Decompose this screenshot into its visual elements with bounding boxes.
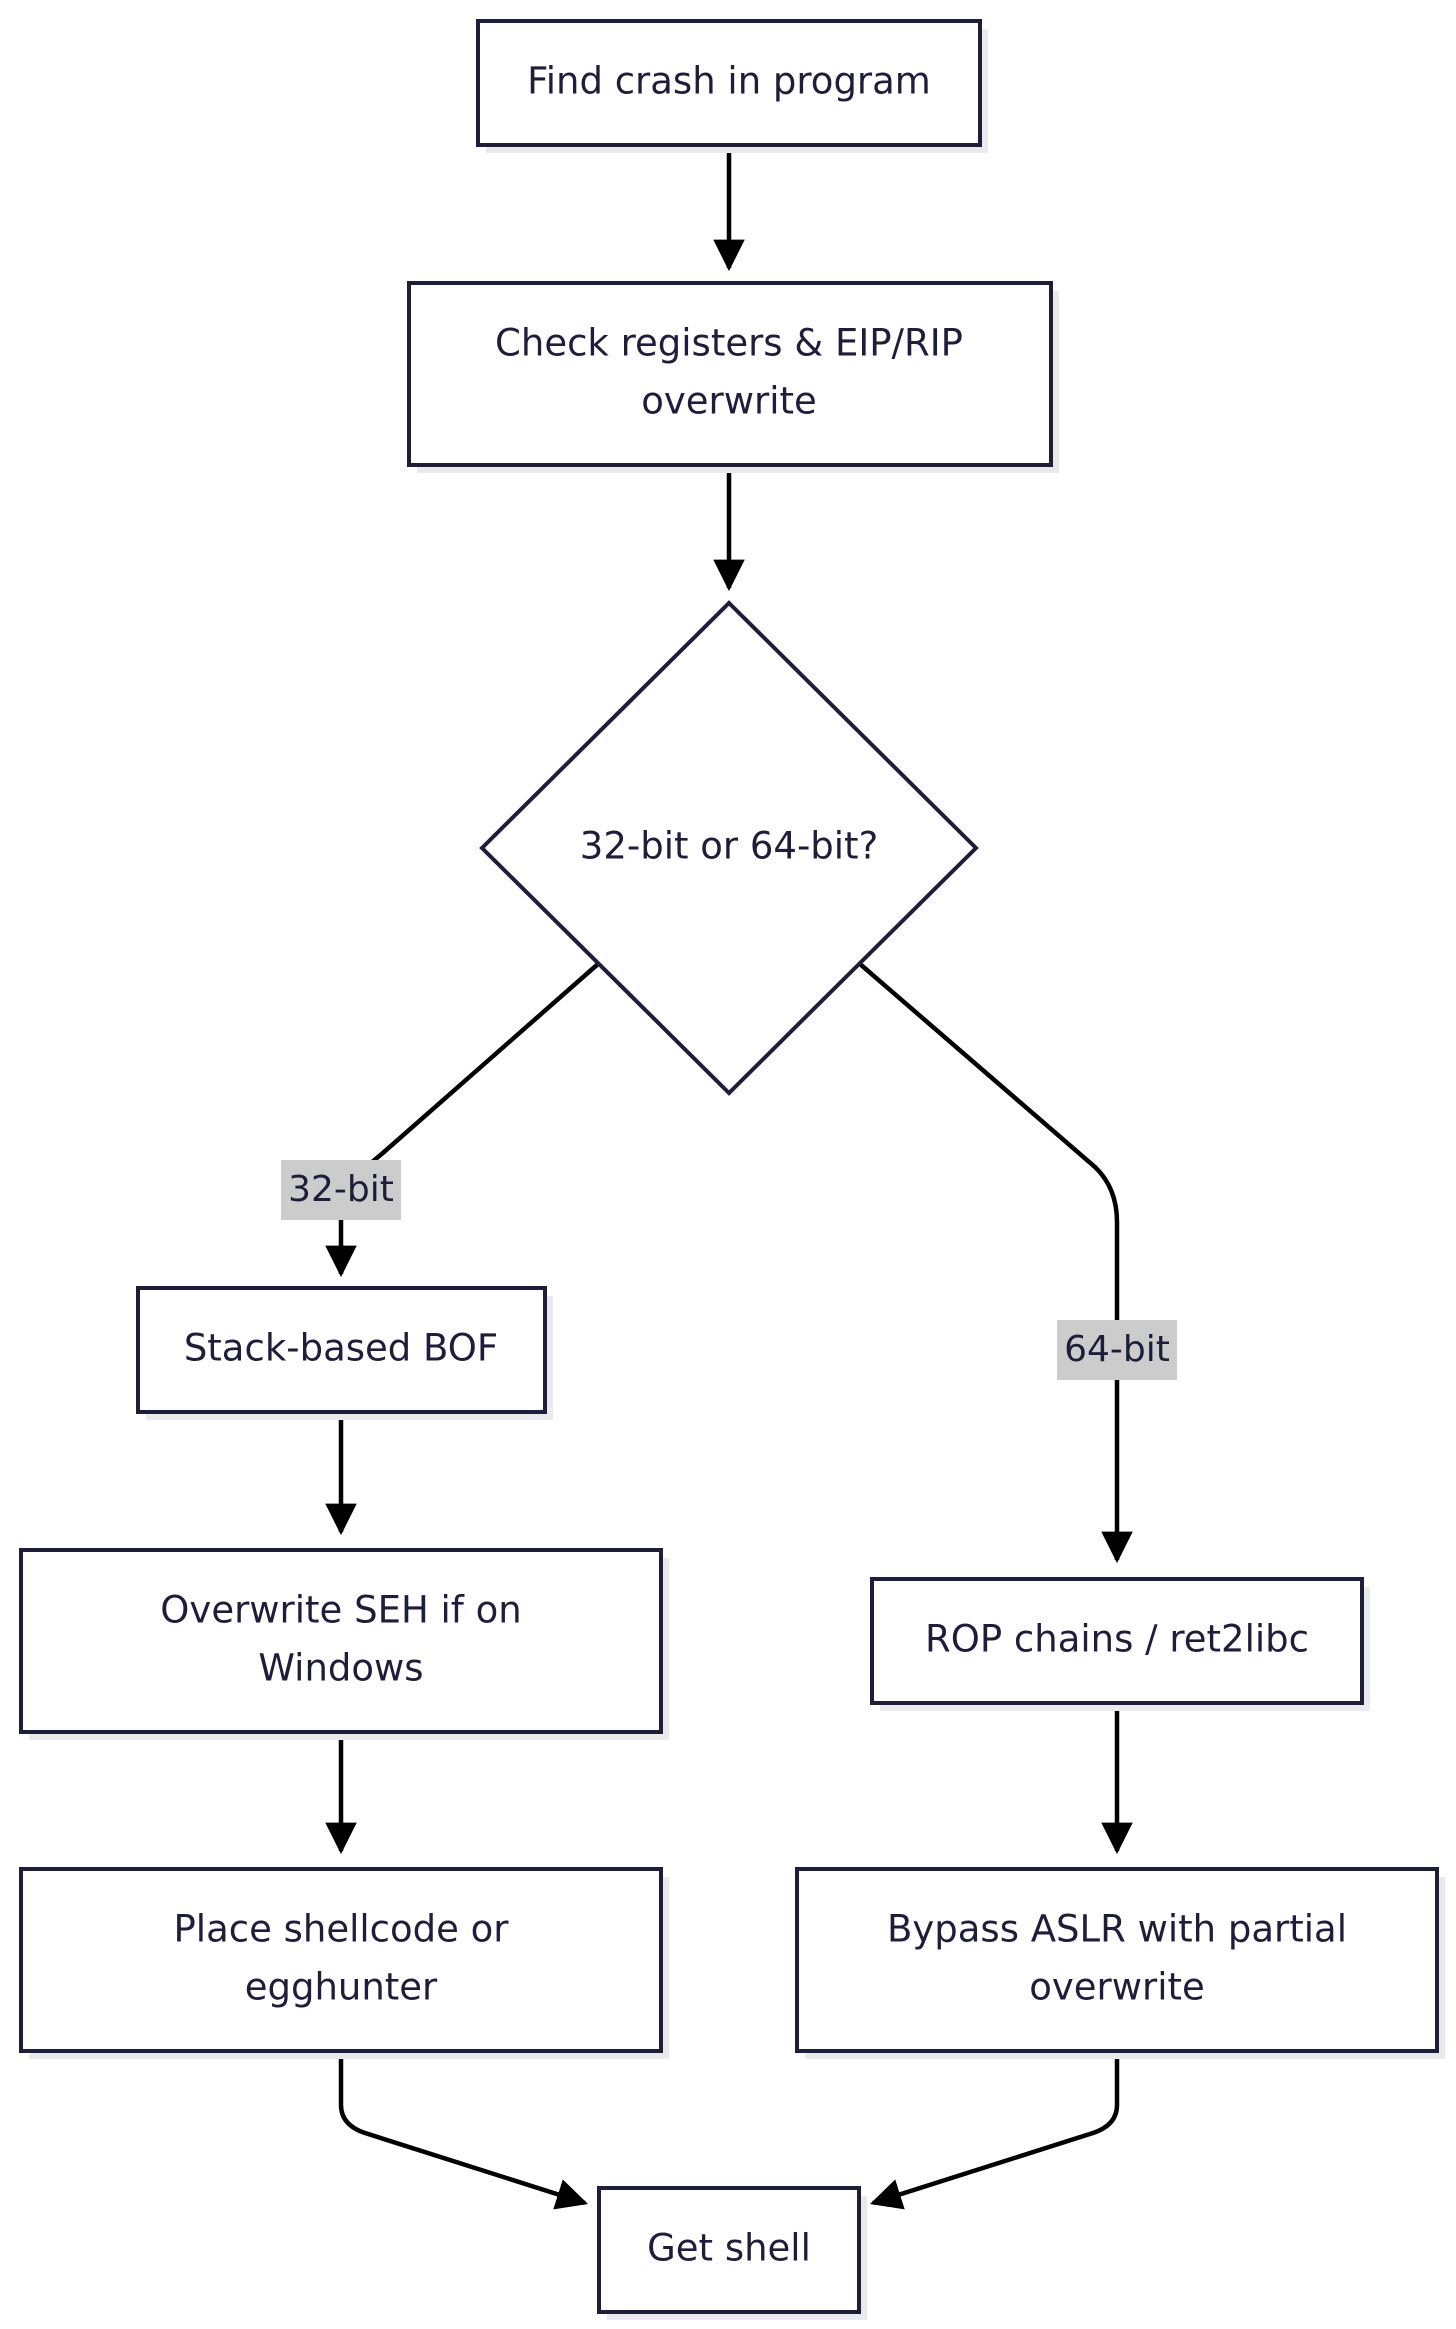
node-check-registers-label-line1: Check registers & EIP/RIP — [495, 322, 963, 365]
edge-aslr-to-shell — [869, 2052, 1120, 2210]
node-overwrite-seh-label-line2: Windows — [258, 1647, 423, 1690]
node-get-shell: Get shell — [597, 2186, 867, 2320]
node-place-shellcode-label-line2: egghunter — [245, 1966, 438, 2009]
edge-decision-to-stack-bof — [325, 962, 600, 1278]
node-bypass-aslr-label-line2: overwrite — [1029, 1966, 1205, 2009]
node-rop-chains: ROP chains / ret2libc — [870, 1577, 1370, 1711]
edge-label-64bit-text: 64-bit — [1064, 1329, 1170, 1370]
node-check-registers-box — [407, 281, 1053, 467]
node-check-registers-label-line2: overwrite — [641, 380, 817, 423]
node-place-shellcode-label-line1: Place shellcode or — [173, 1908, 509, 1951]
node-place-shellcode-box — [19, 1867, 663, 2053]
node-check-registers: Check registers & EIP/RIP overwrite — [407, 281, 1059, 473]
node-bypass-aslr: Bypass ASLR with partial overwrite — [795, 1867, 1445, 2059]
node-overwrite-seh-box — [19, 1548, 663, 1734]
edge-decision-to-rop — [858, 962, 1133, 1564]
node-find-crash-label: Find crash in program — [527, 60, 931, 103]
edge-label-64bit: 64-bit — [1057, 1320, 1177, 1380]
node-get-shell-box — [597, 2186, 861, 2314]
node-find-crash-box — [476, 19, 982, 147]
node-overwrite-seh-label-line1: Overwrite SEH if on — [160, 1589, 521, 1632]
node-arch-decision: 32-bit or 64-bit? — [479, 600, 979, 1096]
edge-label-32bit-bg — [281, 1160, 401, 1220]
edge-label-32bit-text: 32-bit — [288, 1169, 394, 1210]
edge-shellcode-to-shell — [338, 2052, 589, 2210]
node-bypass-aslr-box — [795, 1867, 1439, 2053]
edge-label-32bit: 32-bit — [281, 1160, 401, 1220]
node-stack-bof-label: Stack-based BOF — [184, 1327, 498, 1370]
node-rop-chains-label: ROP chains / ret2libc — [925, 1618, 1309, 1661]
node-get-shell-label: Get shell — [647, 2227, 811, 2270]
node-stack-bof-box — [136, 1286, 547, 1414]
node-arch-decision-diamond — [479, 600, 979, 1096]
node-bypass-aslr-label-line1: Bypass ASLR with partial — [887, 1908, 1347, 1951]
node-place-shellcode: Place shellcode or egghunter — [19, 1867, 669, 2059]
node-stack-bof: Stack-based BOF — [136, 1286, 553, 1420]
node-overwrite-seh: Overwrite SEH if on Windows — [19, 1548, 669, 1740]
node-rop-chains-box — [870, 1577, 1364, 1705]
node-arch-decision-label: 32-bit or 64-bit? — [580, 825, 878, 868]
node-find-crash: Find crash in program — [476, 19, 988, 153]
edge-label-64bit-bg — [1057, 1320, 1177, 1380]
